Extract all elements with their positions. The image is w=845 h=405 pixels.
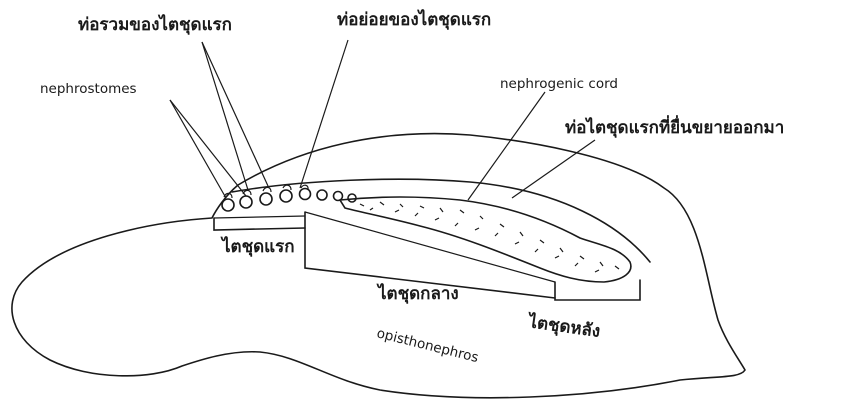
label-opisthonephros: opisthonephros	[375, 325, 480, 366]
label-metanephros: ไตชุดหลัง	[525, 311, 601, 342]
nephrostome-6	[317, 190, 327, 200]
label-extended-duct: ท่อไตชุดแรกที่ยื่นขยายออกมา	[565, 115, 784, 138]
pointer-lines	[170, 40, 595, 200]
label-nephrostomes: nephrostomes	[40, 81, 137, 97]
nephrostome-row	[222, 185, 356, 211]
nephrostome-1	[222, 199, 234, 211]
nephrogenic-cord	[340, 197, 631, 282]
nephrostome-4	[280, 190, 292, 202]
pronephros-bracket	[214, 216, 305, 230]
label-nephrogenic-cord: nephrogenic cord	[500, 76, 618, 92]
label-tubule: ท่อย่อยของไตชุดแรก	[337, 9, 491, 30]
nephrostome-2	[240, 196, 252, 208]
metanephros-bracket	[555, 280, 640, 300]
label-pronephros: ไตชุดแรก	[220, 236, 295, 257]
embryo-body-outline	[12, 134, 745, 398]
nephrostome-5	[300, 189, 311, 200]
nephrostome-3	[260, 193, 272, 205]
label-common-duct: ท่อรวมของไตชุดแรก	[78, 14, 232, 35]
label-mesonephros: ไตชุดกลาง	[376, 283, 459, 304]
